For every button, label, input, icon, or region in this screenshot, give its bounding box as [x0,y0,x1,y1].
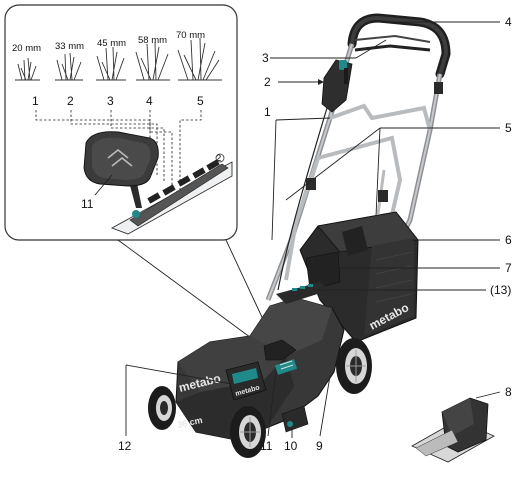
height-position-2: 2 [67,94,74,108]
callout-1: 1 [264,105,271,119]
height-adjust-lever [83,131,159,218]
deck-height-lever [263,339,298,375]
height-label-20mm: 20 mm [12,43,41,54]
height-guide-lines [35,110,202,196]
front-wheel-right [230,406,266,458]
grass-tuft-58 [135,41,170,81]
callout-8: 8 [505,385,512,399]
height-position-3: 3 [107,94,114,108]
grass-tuft-70 [177,37,222,81]
height-label-70mm: 70 mm [176,30,205,41]
callout-9: 9 [316,439,323,453]
height-label-45mm: 45 mm [97,38,126,49]
rail-marking: 2 [216,153,221,164]
callout-7: 7 [505,261,512,275]
leader-11-inset [94,174,113,196]
height-label-33mm: 33 mm [55,41,84,52]
callout-11: 11 [260,439,273,453]
callout-5: 5 [505,121,512,135]
callout-2: 2 [264,75,271,89]
callout-12: 12 [118,439,132,453]
switch-box [321,59,353,113]
rear-wheel-right [336,338,372,394]
height-position-1: 1 [32,94,39,108]
inset-connectors [117,239,276,346]
lawnmower: metabo metabo 36 cm metabo [148,13,451,458]
height-position-4: 4 [146,94,153,108]
height-label-58mm: 58 mm [138,35,167,46]
control-panel [276,282,330,304]
callout-13: (13) [490,283,511,297]
height-position-5: 5 [197,94,204,108]
grass-tuft-20 [15,57,40,81]
mulching-insert [411,397,495,463]
grass-tuft-33 [55,52,83,81]
height-adjust-rail: 2 [110,153,233,235]
cutting-height-inset: 20 mm 33 mm 45 mm 58 mm 70 mm 1 2 3 4 5 [4,4,238,241]
front-wheel-left [148,386,176,430]
callout-3: 3 [262,51,269,65]
handle [347,13,451,79]
callout-10: 10 [284,439,298,453]
grass-tuft-45 [96,46,126,81]
inset-label-11: 11 [81,197,94,211]
callout-leaders [125,21,501,438]
callout-6: 6 [505,233,512,247]
callout-4: 4 [505,15,512,29]
